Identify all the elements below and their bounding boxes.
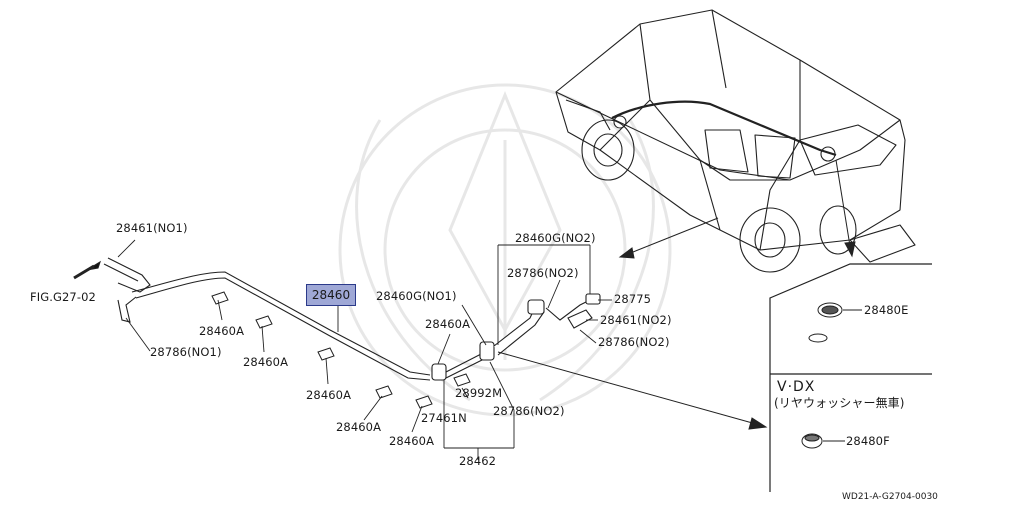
label-28462: 28462 (459, 454, 497, 468)
label-28460-highlighted[interactable]: 28460 (306, 284, 356, 306)
label-28460a-3: 28460A (306, 388, 352, 402)
inset-part-28480E (808, 302, 862, 343)
label-28460a-5: 28460A (389, 434, 435, 448)
inset-title: V·DX (777, 379, 816, 395)
label-28460a-4: 28460A (336, 420, 382, 434)
label-28460a-6: 28460A (425, 317, 471, 331)
label-28461-no1: 28461(NO1) (116, 221, 188, 235)
label-28460g-no2: 28460G(NO2) (515, 231, 596, 245)
label-28480f: 28480F (846, 434, 890, 448)
drawing-code: WD21-A-G2704-0030 (842, 492, 938, 502)
connector-assembly (431, 293, 601, 381)
washer-hose-main (73, 257, 431, 381)
hose-clips (211, 291, 471, 409)
label-28786-no2-a: 28786(NO2) (507, 266, 579, 280)
label-28786-no1: 28786(NO1) (150, 345, 222, 359)
label-28460g-no1: 28460G(NO1) (376, 289, 457, 303)
label-28775: 28775 (614, 292, 652, 306)
inset-frame (769, 263, 932, 492)
label-28460a-1: 28460A (199, 324, 245, 338)
leader-lines (117, 239, 612, 460)
label-28460a-2: 28460A (243, 355, 289, 369)
inset-subtitle: (リヤウォッシャー無車) (774, 396, 905, 410)
direction-arrows (497, 159, 856, 430)
label-28786-no2-b: 28786(NO2) (598, 335, 670, 349)
label-28480e: 28480E (864, 303, 909, 317)
label-27461n: 27461N (421, 411, 467, 425)
inset-part-28480F (801, 433, 845, 449)
label-28786-no2-c: 28786(NO2) (493, 404, 565, 418)
label-28992m: 28992M (455, 386, 503, 400)
watermark-crest (338, 83, 672, 417)
label-fig-reference[interactable]: FIG.G27-02 (30, 290, 96, 304)
label-28461-no2: 28461(NO2) (600, 313, 672, 327)
vehicle-illustration (555, 9, 916, 273)
